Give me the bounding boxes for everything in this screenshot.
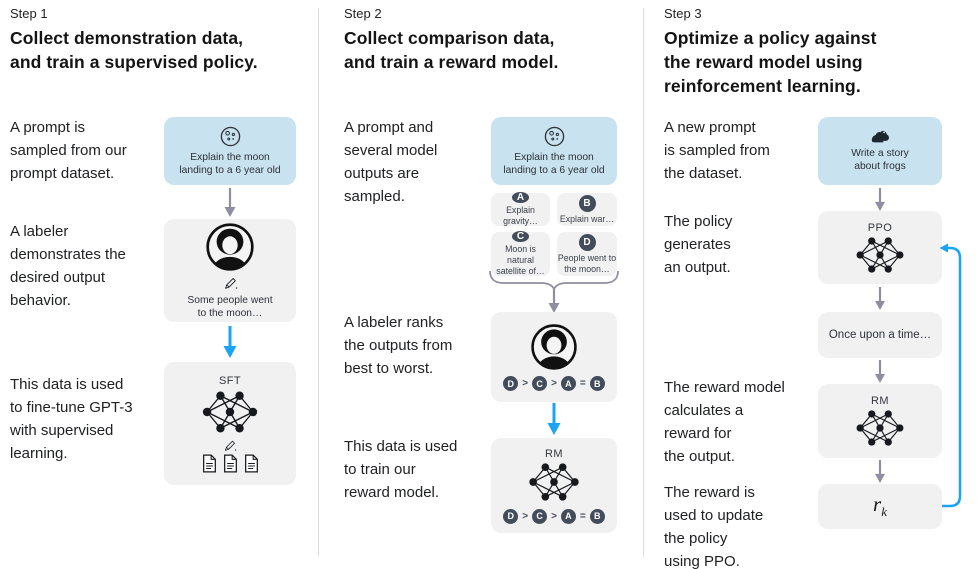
document-icon — [223, 454, 238, 473]
arrow-down-icon — [871, 188, 889, 212]
arrow-down-blue-icon — [220, 326, 240, 359]
step-3-output-card: Once upon a time… — [818, 312, 942, 358]
rank-letter: D — [503, 376, 519, 391]
step-2-prompt-card: Explain the moon landing to a 6 year old — [491, 117, 617, 185]
sft-model-label: SFT — [219, 374, 241, 387]
output-text: Moon is natural satellite of… — [496, 244, 545, 276]
step-2-title: Collect comparison data, and train a rew… — [344, 28, 559, 72]
rank-operator: > — [551, 510, 557, 522]
arrow-down-icon — [221, 188, 239, 218]
rank-letter: C — [532, 508, 548, 524]
merge-brace-arrow-icon — [489, 270, 619, 314]
rank-operator: = — [579, 378, 586, 389]
feedback-loop-arrow-icon — [937, 240, 971, 520]
rank-operator: > — [522, 510, 529, 522]
neural-network-icon — [854, 409, 906, 447]
output-card-d: D People went to the moon… — [557, 232, 617, 276]
step-1-paragraph-prompt: A prompt is sampled from our prompt data… — [10, 119, 127, 182]
step-1-prompt-caption: Explain the moon landing to a 6 year old — [179, 152, 281, 176]
reward-value: rk — [873, 492, 887, 520]
step-2-paragraph-sampled: A prompt and several model outputs are s… — [344, 119, 438, 205]
step-2-paragraph-train: This data is used to train our reward mo… — [344, 438, 458, 501]
step-3-rm-card: RM — [818, 384, 942, 458]
output-card-c: C Moon is natural satellite of… — [491, 231, 550, 276]
output-text: Explain war… — [559, 213, 615, 224]
step-1-sft-card: SFT — [164, 362, 296, 485]
rm-model-label: RM — [545, 447, 563, 460]
step-3-reward-card: rk — [818, 484, 942, 529]
arrow-down-icon — [871, 287, 889, 311]
policy-output-text: Once upon a time… — [828, 329, 932, 341]
frog-icon — [869, 129, 891, 144]
column-divider — [643, 8, 644, 557]
labeler-avatar-icon — [205, 222, 255, 272]
pencil-icon — [223, 437, 237, 451]
rank-letter: B — [589, 508, 605, 524]
document-icon — [202, 454, 217, 473]
output-letter-badge: B — [578, 194, 596, 212]
step-3-paragraph-reward: The reward model calculates a reward for… — [664, 379, 785, 465]
step-3-paragraph-update: The reward is used to update the policy … — [664, 484, 764, 569]
rank-letter: D — [503, 508, 519, 524]
step-1-label: Step 1 — [10, 6, 48, 21]
step-2-prompt-caption: Explain the moon landing to a 6 year old — [503, 152, 605, 176]
output-letter-badge: C — [512, 231, 529, 242]
output-text: People went to the moon… — [557, 252, 617, 274]
step-3-prompt-card: Write a story about frogs — [818, 117, 942, 185]
step-2-rm-card: RM D — [491, 438, 617, 533]
step-1-labeler-card: Some people went to the moon… — [164, 219, 296, 322]
output-letter-badge: D — [578, 233, 596, 251]
rank-letter: A — [560, 376, 576, 391]
output-card-a: A Explain gravity… — [491, 192, 550, 226]
rank-letter: A — [560, 508, 576, 524]
output-letter-badge: A — [512, 192, 529, 203]
step-2-label: Step 2 — [344, 6, 382, 21]
neural-network-icon — [527, 462, 581, 502]
step-3-ppo-card: PPO — [818, 211, 942, 284]
step-3-label: Step 3 — [664, 6, 702, 21]
step-1-prompt-card: Explain the moon landing to a 6 year old — [164, 117, 296, 185]
neural-network-icon — [854, 236, 906, 274]
step-2-ranker-card: D > C > A = B — [491, 312, 617, 402]
moon-icon — [219, 125, 242, 148]
step-1-labeler-caption: Some people went to the moon… — [187, 294, 273, 319]
ranking-row: D > C > A = B — [503, 376, 605, 391]
step-1-paragraph-labeler: A labeler demonstrates the desired outpu… — [10, 223, 126, 309]
rank-operator: > — [551, 378, 557, 389]
step-1-paragraph-finetune: This data is used to fine-tune GPT-3 wit… — [10, 376, 133, 462]
output-card-b: B Explain war… — [557, 193, 617, 226]
output-text: Explain gravity… — [503, 205, 538, 226]
neural-network-icon — [201, 390, 259, 434]
rm-model-label: RM — [871, 395, 889, 407]
rank-operator: > — [522, 378, 529, 389]
step-3-paragraph-policy: The policy generates an output. — [664, 213, 733, 276]
arrow-down-icon — [871, 360, 889, 384]
step-3-paragraph-prompt: A new prompt is sampled from the dataset… — [664, 119, 770, 182]
labeler-avatar-icon — [530, 323, 578, 371]
ppo-model-label: PPO — [867, 221, 893, 234]
step-1-panel: Step 1 Collect demonstration data, and t… — [0, 0, 318, 569]
arrow-down-blue-icon — [544, 403, 564, 436]
document-icon — [244, 454, 259, 473]
rank-letter: C — [532, 376, 548, 391]
step-3-title: Optimize a policy against the reward mod… — [664, 28, 877, 96]
step-2-panel: Step 2 Collect comparison data, and trai… — [318, 0, 643, 569]
rank-letter: B — [589, 376, 605, 391]
column-divider — [318, 8, 319, 557]
step-3-prompt-caption: Write a story about frogs — [851, 148, 909, 172]
pencil-icon — [223, 274, 238, 289]
ranking-row: D > C > A = B — [503, 508, 605, 524]
step-2-paragraph-ranks: A labeler ranks the outputs from best to… — [344, 314, 453, 377]
rank-operator: = — [579, 510, 586, 522]
moon-icon — [543, 125, 566, 148]
arrow-down-icon — [871, 460, 889, 484]
step-3-panel: Step 3 Optimize a policy against the rew… — [643, 0, 977, 569]
step-1-title: Collect demonstration data, and train a … — [10, 28, 258, 72]
documents-row — [202, 454, 259, 473]
